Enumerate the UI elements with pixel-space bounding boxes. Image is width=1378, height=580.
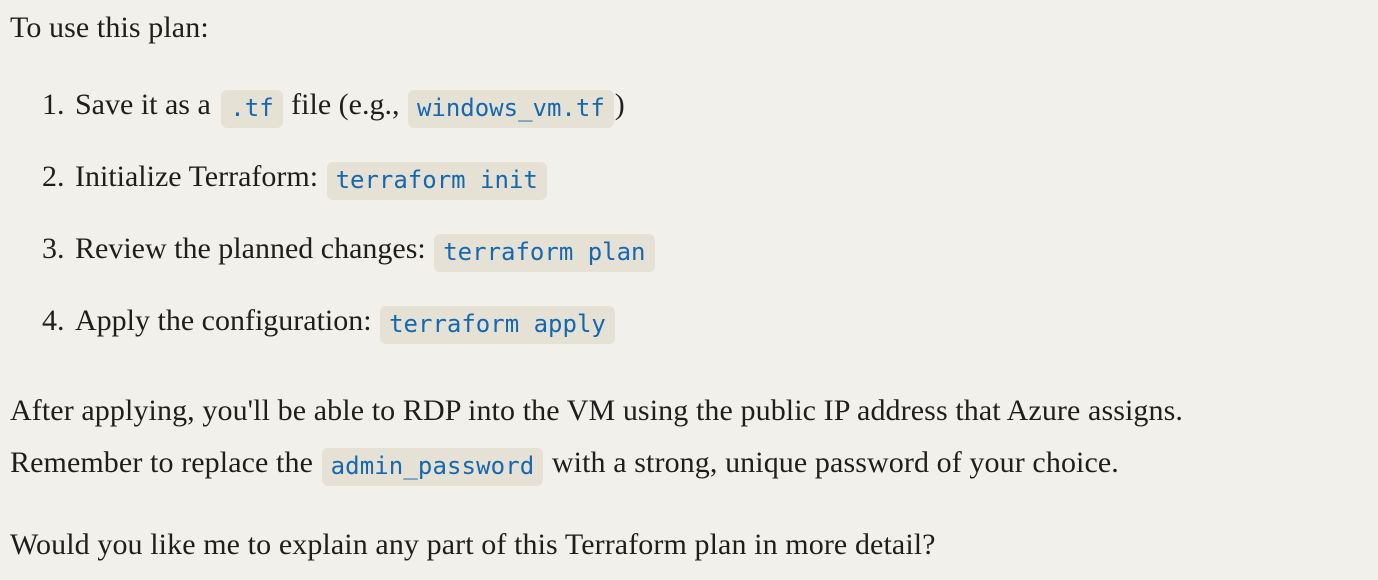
list-item-marker: 3.: [42, 232, 65, 265]
list-item: 4. Apply the configuration: terraform app…: [10, 301, 1310, 344]
after-applying-paragraph: After applying, you'll be able to RDP in…: [10, 385, 1310, 489]
list-item-marker: 4.: [42, 304, 65, 337]
inline-code-filename: windows_vm.tf: [407, 90, 614, 128]
inline-code-terraform-apply: terraform apply: [380, 306, 615, 344]
inline-code-terraform-plan: terraform plan: [434, 234, 655, 272]
list-item: 2. Initialize Terraform: terraform init: [10, 157, 1310, 200]
list-item-text-before: Review the planned changes:: [75, 232, 426, 265]
steps-list: 1. Save it as a .tf file (e.g., windows_v…: [10, 85, 1310, 344]
closing-question-paragraph: Would you like me to explain any part of…: [10, 528, 936, 561]
list-item-text-before: Save it as a: [75, 88, 211, 121]
inline-code-terraform-init: terraform init: [326, 162, 547, 200]
inline-code-file-extension: .tf: [221, 90, 283, 128]
inline-code-admin-password: admin_password: [321, 448, 544, 486]
intro-paragraph: To use this plan:: [10, 11, 209, 44]
after-paragraph-part2: with a strong, unique password of your c…: [551, 446, 1119, 479]
list-item-marker: 2.: [42, 160, 65, 193]
response-content: To use this plan: 1. Save it as a .tf fil…: [10, 0, 1310, 571]
list-item-text-before: Initialize Terraform:: [75, 160, 319, 193]
list-item: 1. Save it as a .tf file (e.g., windows_v…: [10, 85, 1310, 128]
list-item-text-before: Apply the configuration:: [75, 304, 372, 337]
list-item: 3. Review the planned changes: terraform …: [10, 229, 1310, 272]
list-item-text-after: ): [614, 88, 625, 121]
list-item-text-middle: file (e.g.,: [291, 88, 400, 121]
after-paragraph-part1: After applying, you'll be able to RDP in…: [10, 394, 1184, 479]
list-item-marker: 1.: [42, 88, 65, 121]
